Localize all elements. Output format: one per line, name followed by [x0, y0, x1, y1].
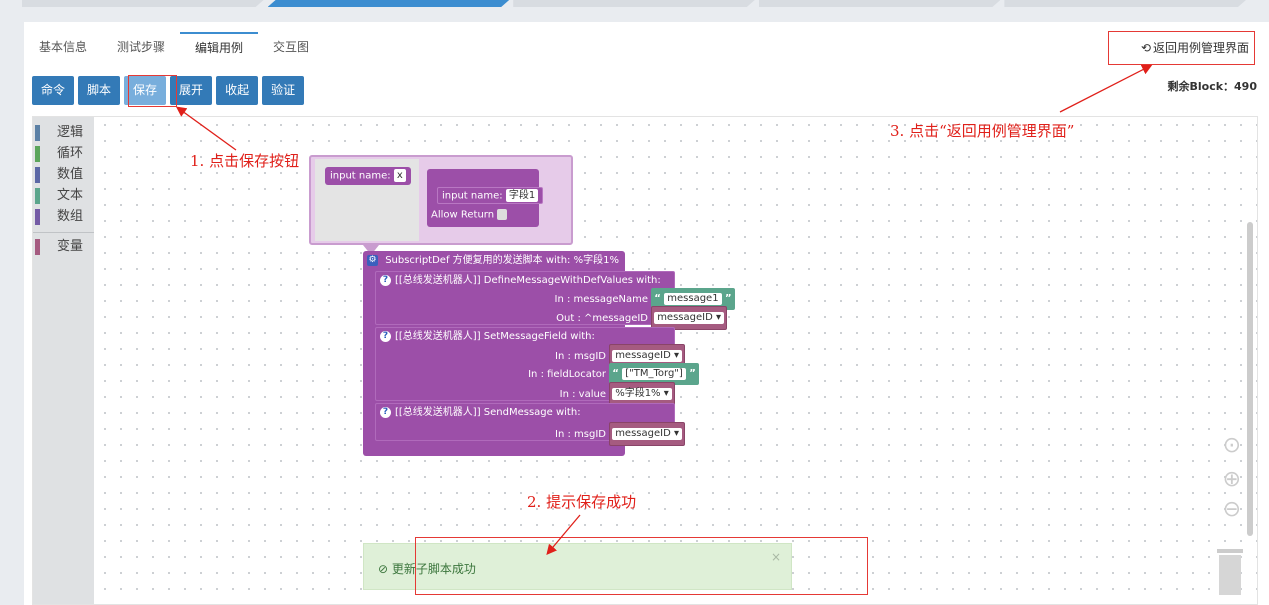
category-label: 逻辑 — [57, 125, 84, 140]
define-message-label: [[总线发送机器人]] DefineMessageWithDefValues w… — [395, 275, 661, 286]
step-5 — [1004, 0, 1246, 7]
step-3 — [513, 0, 755, 7]
toast-highlight — [415, 537, 868, 595]
expand-button[interactable]: 展开 — [170, 76, 213, 105]
mutator-container-block[interactable]: input name: 字段1 Allow Return — [427, 169, 544, 227]
set-message-field-label: [[总线发送机器人]] SetMessageField with: — [395, 331, 595, 342]
in-msg-id-label: In : msgID — [555, 351, 606, 362]
allow-return-label: Allow Return — [431, 209, 495, 221]
variable-name: %字段1% — [615, 388, 661, 399]
remaining-blocks: 剩余Block：490 — [1167, 80, 1257, 93]
category-color-bar — [35, 209, 40, 225]
subscript-header: SubscriptDef 方便复用的发送脚本 with: %字段1% — [385, 255, 619, 266]
help-icon[interactable]: ? — [380, 274, 391, 286]
variable-name: messageID — [615, 350, 671, 361]
field-locator-string-block[interactable]: “ ["TM_Torg"] ” — [609, 363, 699, 385]
set-message-field-block[interactable]: ? [[总线发送机器人]] SetMessageField with: In : … — [375, 327, 699, 406]
return-link-highlight — [1108, 31, 1255, 65]
variable-name: messageID — [615, 428, 671, 439]
zoom-out-icon[interactable]: ⊖ — [1222, 497, 1241, 522]
trash-icon[interactable] — [1217, 549, 1243, 597]
in-msg-id-label: In : msgID — [555, 429, 606, 440]
check-circle-icon: ⊘ — [378, 562, 389, 576]
annotation-step-1: 1. 点击保存按钮 — [190, 152, 300, 170]
category-math[interactable]: 数值 — [33, 164, 94, 185]
tab-bar: 基本信息 测试步骤 编辑用例 交互图 — [24, 32, 324, 62]
out-message-id-label: Out : ^messageID — [556, 313, 648, 324]
subscript-def-block[interactable]: ⚙ SubscriptDef 方便复用的发送脚本 with: %字段1% ? [[… — [363, 251, 735, 456]
blockly-workspace[interactable]: 逻辑 循环 数值 文本 数组 变量 input name: x input na… — [32, 116, 1258, 605]
collapse-button[interactable]: 收起 — [216, 76, 259, 105]
close-icon[interactable]: × — [770, 550, 781, 564]
category-color-bar — [35, 188, 40, 204]
tab-basic-info[interactable]: 基本信息 — [39, 40, 88, 54]
save-button[interactable]: 保存 — [124, 76, 167, 105]
send-message-block[interactable]: ? [[总线发送机器人]] SendMessage with: In : msgI… — [375, 403, 685, 446]
category-label: 文本 — [57, 188, 84, 203]
category-color-bar — [35, 239, 40, 255]
field-locator-value[interactable]: ["TM_Torg"] — [622, 368, 686, 380]
annotation-step-3: 3. 点击“返回用例管理界面” — [890, 122, 1075, 140]
in-message-name-label: In : messageName — [554, 294, 648, 305]
step-2 — [268, 0, 510, 7]
validate-button[interactable]: 验证 — [262, 76, 305, 105]
send-msg-id-variable[interactable]: messageID ▾ — [609, 422, 685, 446]
mutator-input-x-block[interactable]: input name: x — [325, 167, 411, 185]
script-button[interactable]: 脚本 — [78, 76, 121, 105]
message1-value[interactable]: message1 — [664, 293, 722, 305]
input-name-value[interactable]: 字段1 — [505, 189, 539, 202]
step-4 — [759, 0, 1001, 7]
help-icon[interactable]: ? — [380, 330, 391, 342]
annotation-step-2: 2. 提示保存成功 — [527, 493, 637, 511]
help-icon[interactable]: ? — [380, 406, 391, 418]
progress-stepper — [22, 0, 1250, 7]
tab-interaction-diagram[interactable]: 交互图 — [273, 40, 310, 54]
workspace-scrollbar[interactable] — [1247, 222, 1253, 536]
category-label: 变量 — [57, 239, 84, 254]
category-list[interactable]: 数组 — [33, 206, 94, 227]
send-message-label: [[总线发送机器人]] SendMessage with: — [395, 407, 581, 418]
input-name-label: input name: — [442, 190, 503, 202]
category-variables[interactable]: 变量 — [33, 236, 94, 257]
step-1 — [22, 0, 264, 7]
variable-name: messageID — [657, 312, 713, 323]
editor-card: 基本信息 测试步骤 编辑用例 交互图 ⟲ 返回用例管理界面 剩余Block：49… — [24, 22, 1269, 605]
toast-message: 更新子脚本成功 — [391, 562, 476, 576]
in-value-label: In : value — [559, 389, 606, 400]
category-color-bar — [35, 125, 40, 141]
category-panel: 逻辑 循环 数值 文本 数组 变量 — [33, 117, 94, 604]
input-name-value[interactable]: x — [393, 169, 406, 182]
input-name-label: input name: — [330, 170, 391, 182]
return-to-case-management-link[interactable]: ⟲ 返回用例管理界面 — [1135, 32, 1255, 64]
category-color-bar — [35, 167, 40, 183]
mutator-bubble: input name: x input name: 字段1 Allow Retu… — [309, 155, 573, 245]
center-icon[interactable]: ⊙ — [1222, 433, 1241, 458]
message-id-variable[interactable]: messageID ▾ — [651, 306, 727, 330]
tab-test-steps[interactable]: 测试步骤 — [117, 40, 166, 54]
category-text[interactable]: 文本 — [33, 185, 94, 206]
return-link-label: 返回用例管理界面 — [1152, 41, 1249, 55]
save-button-highlight — [128, 75, 177, 107]
category-label: 数组 — [57, 209, 84, 224]
category-color-bar — [35, 146, 40, 162]
mutator-bubble-tail — [363, 245, 379, 255]
allow-return-checkbox[interactable] — [497, 209, 508, 220]
value-variable[interactable]: %字段1% ▾ — [609, 382, 675, 406]
zoom-in-icon[interactable]: ⊕ — [1222, 467, 1241, 492]
category-logic[interactable]: 逻辑 — [33, 122, 94, 143]
gear-icon[interactable]: ⚙ — [367, 254, 378, 266]
undo-icon: ⟲ — [1140, 41, 1151, 55]
message1-string-block[interactable]: “ message1 ” — [651, 288, 735, 310]
command-button[interactable]: 命令 — [32, 76, 75, 105]
category-loop[interactable]: 循环 — [33, 143, 94, 164]
category-label: 循环 — [57, 146, 84, 161]
category-divider — [33, 232, 94, 233]
tab-edit-case[interactable]: 编辑用例 — [180, 32, 259, 62]
toolbar: 命令 脚本 保存 展开 收起 验证 — [32, 76, 305, 105]
in-field-locator-label: In : fieldLocator — [528, 369, 606, 380]
define-message-block[interactable]: ? [[总线发送机器人]] DefineMessageWithDefValues … — [375, 271, 735, 330]
category-label: 数值 — [57, 167, 84, 182]
